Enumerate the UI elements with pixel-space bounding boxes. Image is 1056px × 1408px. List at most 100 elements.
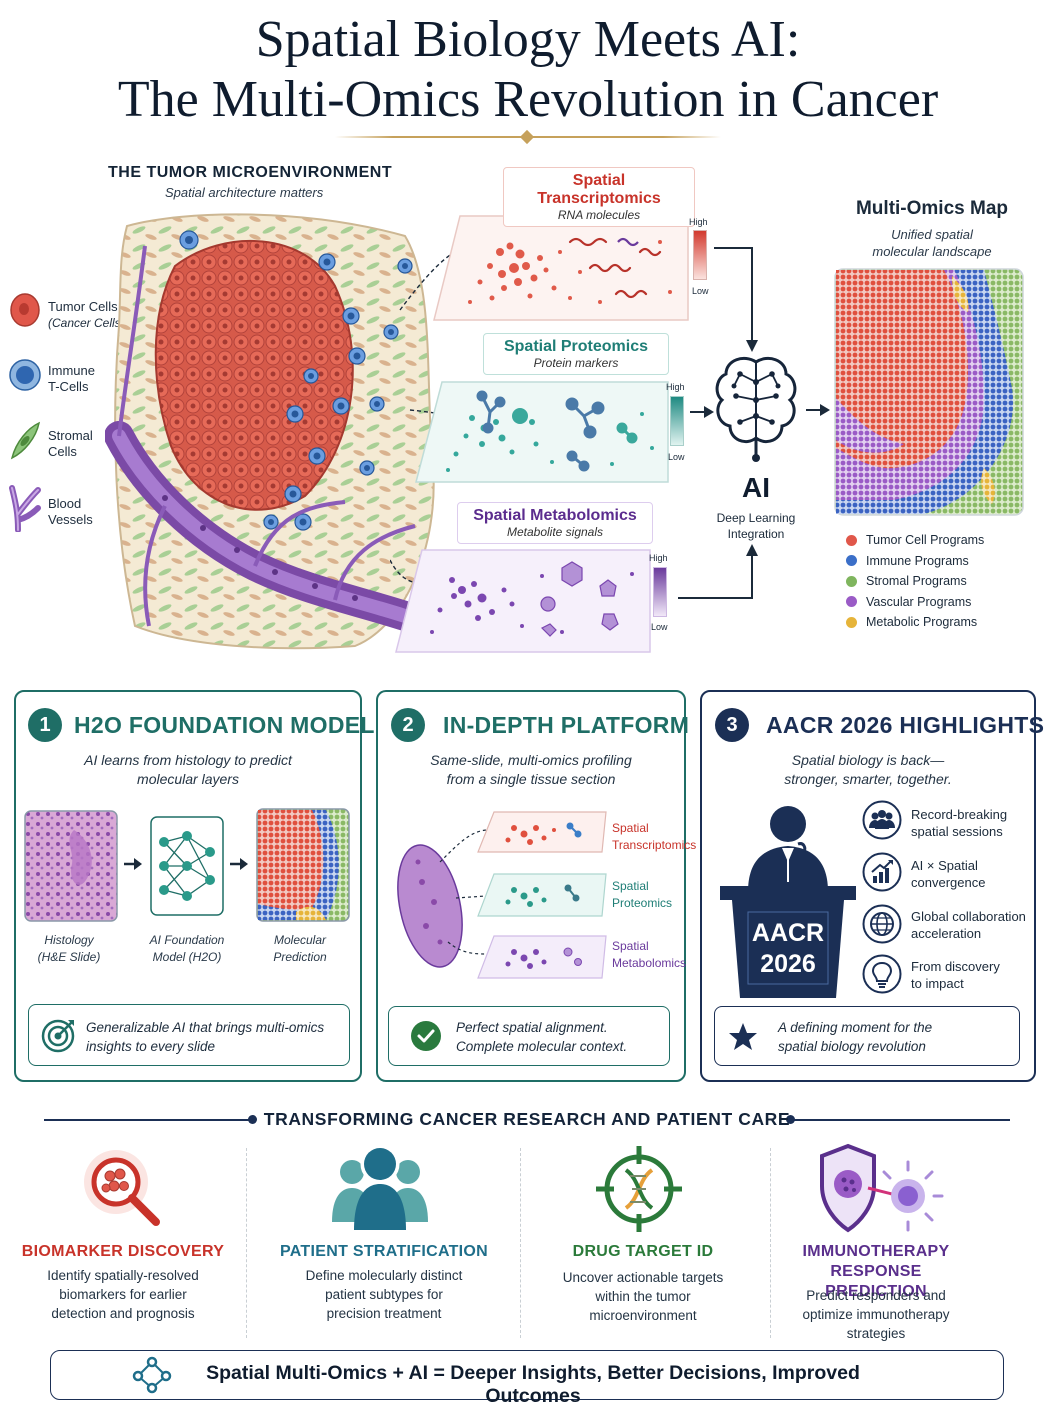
map-legend-item: Immune Programs xyxy=(846,551,984,572)
histology-slide-icon xyxy=(24,810,118,922)
title-divider-ornament xyxy=(519,129,535,145)
star-icon xyxy=(729,1023,757,1050)
map-legend: Tumor Cell Programs Immune Programs Stro… xyxy=(846,530,984,633)
proteomics-low-label: Low xyxy=(668,452,685,462)
metabolomics-title-box: Spatial Metabolomics Metabolite signals xyxy=(457,502,653,544)
map-legend-item: Tumor Cell Programs xyxy=(846,530,984,551)
card-3-title: AACR 2026 HIGHLIGHTS xyxy=(766,712,1045,738)
people-icon xyxy=(862,800,902,840)
layers-to-ai-arrows xyxy=(678,247,830,599)
impact-heading: TRANSFORMING CANCER RESEARCH AND PATIENT… xyxy=(263,1109,791,1129)
blood-vessel-icon xyxy=(9,485,41,532)
impact-biomarker-title: BIOMARKER DISCOVERY xyxy=(21,1243,225,1260)
metabolomics-layer xyxy=(395,549,651,653)
main-title-line-2: The Multi-Omics Revolution in Cancer xyxy=(117,71,939,128)
conclusion-banner xyxy=(50,1350,1004,1400)
proteomics-subtitle: Protein markers xyxy=(533,356,619,370)
card-1-footer-text: Generalizable AI that brings multi-omics… xyxy=(86,1020,325,1054)
dna-target-icon xyxy=(596,1146,682,1232)
map-legend-item: Vascular Programs xyxy=(846,592,984,613)
impact-drug-target-title: DRUG TARGET ID xyxy=(572,1243,714,1260)
metabolomics-title: Spatial Metabolomics xyxy=(473,507,637,524)
map-legend-item: Stromal Programs xyxy=(846,571,984,592)
card-3-number: 3 xyxy=(715,708,749,742)
transcriptomics-title-box: Spatial Transcriptomics RNA molecules xyxy=(503,167,695,227)
globe-icon xyxy=(862,904,902,944)
transcriptomics-layer xyxy=(433,215,689,321)
shield-cell-icon xyxy=(820,1143,944,1233)
target-icon xyxy=(41,1019,75,1053)
arrow-right-icon xyxy=(124,858,142,870)
magnifier-icon xyxy=(84,1150,160,1226)
map-heading: Multi-Omics Map xyxy=(855,198,1008,219)
main-title-line-1: Spatial Biology Meets AI: xyxy=(255,11,801,68)
card-3-subtitle: Spatial biology is back—stronger, smarte… xyxy=(784,752,952,787)
molecular-prediction-icon xyxy=(256,808,350,922)
conclusion-text: Spatial Multi-Omics + AI = Deeper Insigh… xyxy=(206,1362,860,1407)
card-3-footer xyxy=(714,1006,1020,1066)
card-1-footer xyxy=(28,1004,350,1066)
transcriptomics-title: Spatial Transcriptomics xyxy=(537,172,661,207)
card-2-title: IN-DEPTH PLATFORM xyxy=(443,712,690,738)
metabolomics-subtitle: Metabolite signals xyxy=(506,525,604,539)
impact-heading-dot-right xyxy=(786,1115,795,1124)
card-1-number: 1 xyxy=(28,708,62,742)
metabolomics-high-label: High xyxy=(649,553,668,563)
transcriptomics-low-label: Low xyxy=(692,286,709,296)
card-2-number: 2 xyxy=(391,708,425,742)
tumor-microenvironment-illustration xyxy=(105,213,435,650)
growth-chart-icon xyxy=(862,852,902,892)
transcriptomics-high-label: High xyxy=(689,217,708,227)
impact-stratification-title: PATIENT STRATIFICATION xyxy=(279,1243,489,1260)
arrow-right-icon xyxy=(230,858,248,870)
map-legend-item: Metabolic Programs xyxy=(846,612,984,633)
impact-separator xyxy=(520,1148,521,1338)
proteomics-layer xyxy=(415,381,669,483)
proteomics-title: Spatial Proteomics xyxy=(503,338,649,355)
impact-heading-dot-left xyxy=(248,1115,257,1124)
impact-heading-rule-right xyxy=(792,1119,1010,1121)
metabolomics-low-label: Low xyxy=(651,622,668,632)
card-2-footer-text: Perfect spatial alignment.Complete molec… xyxy=(456,1020,628,1054)
tme-subheading: Spatial architecture matters xyxy=(165,185,324,200)
neural-network-icon xyxy=(150,816,224,916)
same-slide-layers-illustration xyxy=(397,811,607,979)
card-1-title: H2O FOUNDATION MODEL xyxy=(74,712,375,738)
proteomics-scale-bar xyxy=(670,396,684,446)
impact-separator xyxy=(770,1148,771,1338)
impact-separator xyxy=(246,1148,247,1338)
stromal-cell-icon xyxy=(10,421,41,460)
legend-tumor-cells: Tumor Cells(Cancer Cells) xyxy=(48,299,125,330)
ai-label: AI xyxy=(742,472,770,503)
speaker-podium-icon xyxy=(720,806,856,998)
immune-cell-icon xyxy=(9,359,41,391)
metabolomics-scale-bar xyxy=(653,567,667,617)
transcriptomics-subtitle: RNA molecules xyxy=(557,208,641,222)
lightbulb-icon xyxy=(862,954,902,994)
tumor-cell-icon xyxy=(10,293,40,327)
checkmark-icon xyxy=(411,1021,441,1051)
ai-brain-icon xyxy=(715,357,797,462)
